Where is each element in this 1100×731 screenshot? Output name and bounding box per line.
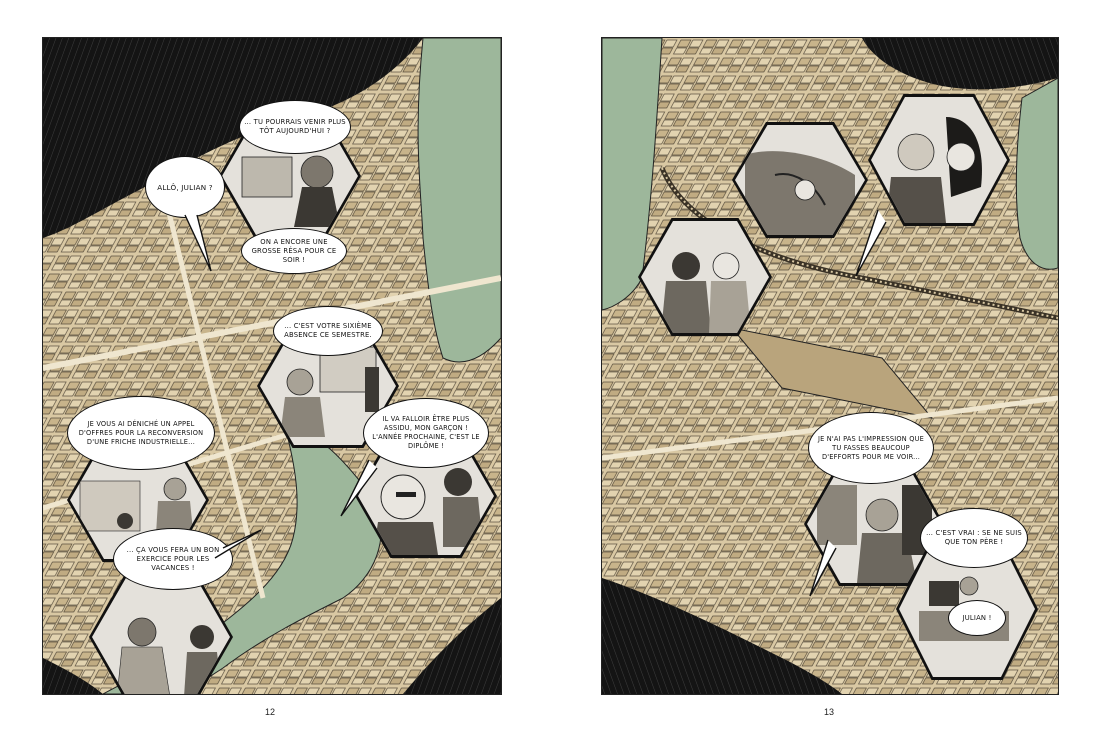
- comic-page-right: JE N'AI PAS L'IMPRESSION QUE TU FASSES B…: [601, 37, 1059, 695]
- panel-embrace: [868, 94, 1010, 226]
- page-number-right: 13: [824, 707, 835, 717]
- speech-bubble: ALLÔ, JULIAN ?: [145, 156, 225, 218]
- speech-bubble: IL VA FALLOIR ÊTRE PLUS ASSIDU, MON GARÇ…: [363, 398, 489, 468]
- comic-page-left: ALLÔ, JULIAN ? ... TU POURRAIS VENIR PLU…: [42, 37, 502, 695]
- bubble-tail: [809, 539, 837, 597]
- bubble-tail: [855, 209, 887, 277]
- bubble-tail: [340, 459, 378, 517]
- panel-hands: [732, 122, 868, 238]
- speech-bubble: JE VOUS AI DÉNICHÉ UN APPEL D'OFFRES POU…: [67, 396, 215, 470]
- speech-bubble: ON A ENCORE UNE GROSSE RÉSA POUR CE SOIR…: [241, 228, 347, 274]
- speech-bubble: ... ÇA VOUS FERA UN BON EXERCICE POUR LE…: [113, 528, 233, 590]
- bubble-tail: [214, 529, 262, 559]
- speech-bubble: JULIAN !: [948, 600, 1006, 636]
- speech-bubble: ... TU POURRAIS VENIR PLUS TÔT AUJOURD'H…: [239, 100, 351, 154]
- speech-bubble: ... C'EST VRAI : SE NE SUIS QUE TON PÈRE…: [920, 508, 1028, 568]
- bubble-tail: [184, 214, 212, 272]
- page-number-left: 12: [265, 707, 276, 717]
- speech-bubble: JE N'AI PAS L'IMPRESSION QUE TU FASSES B…: [808, 412, 934, 484]
- speech-bubble: ... C'EST VOTRE SIXIÈME ABSENCE CE SEMES…: [273, 306, 383, 356]
